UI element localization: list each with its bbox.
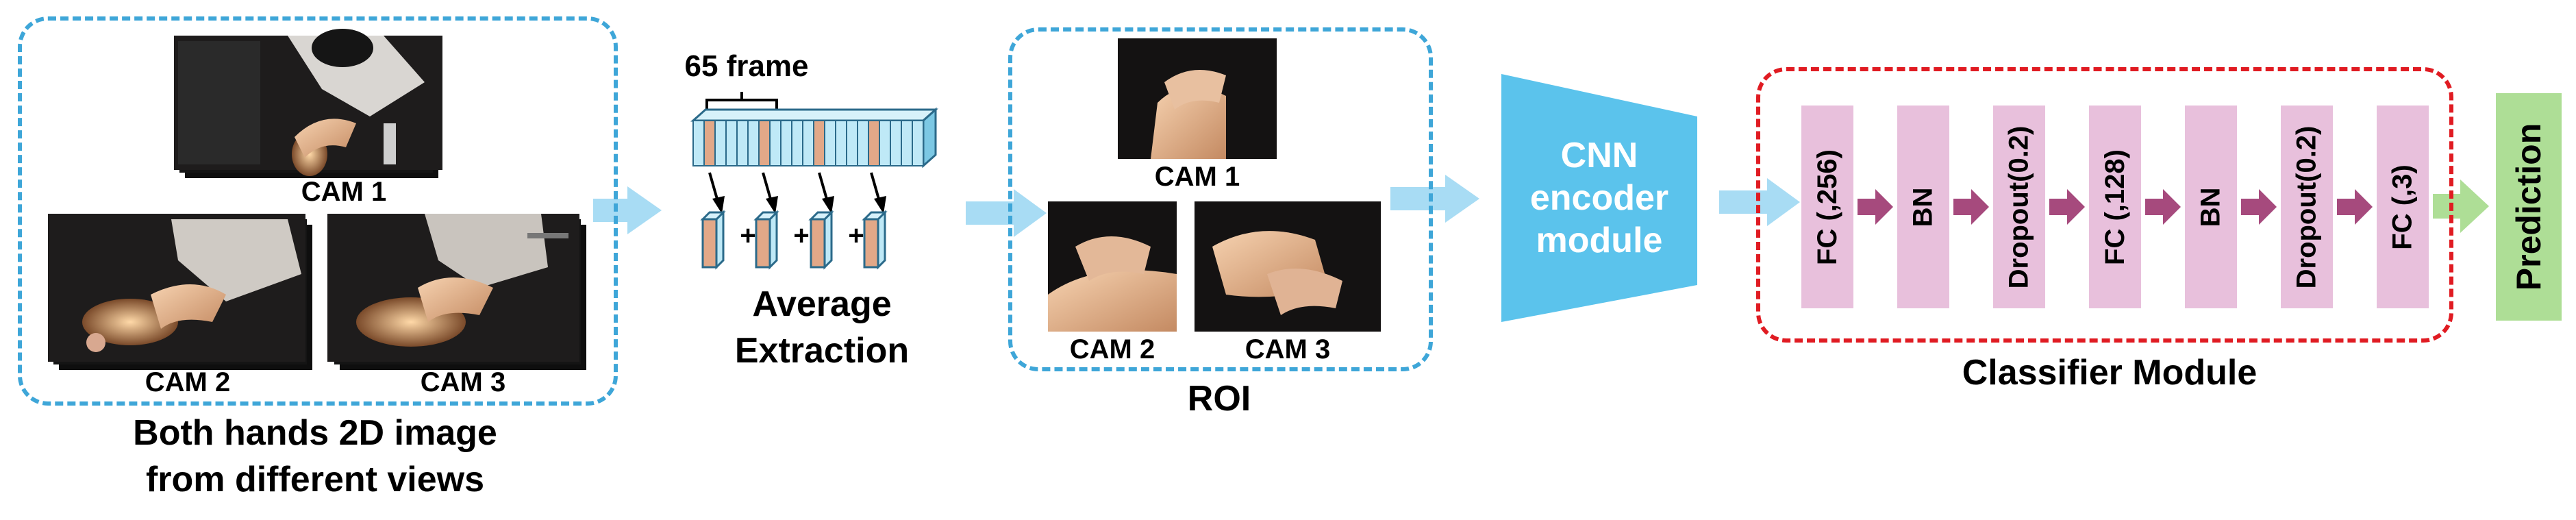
classifier-group xyxy=(1756,67,2453,343)
flow-arrow-2 xyxy=(966,189,1047,237)
frame-cell xyxy=(835,120,847,166)
selection-arrowheads xyxy=(712,196,886,214)
frame-strip-side xyxy=(922,107,937,169)
layer-arrow xyxy=(1858,189,1893,225)
classifier-caption: Classifier Module xyxy=(1962,353,2258,393)
roi-caption: ROI xyxy=(1187,379,1251,419)
layer-bn-2: BN xyxy=(2185,106,2237,308)
roi-cam1-image xyxy=(1118,38,1277,159)
cnn-encoder-line3: module xyxy=(1536,221,1663,260)
selected-frame xyxy=(753,210,779,270)
cnn-encoder-shape xyxy=(1501,74,1697,322)
layer-fc-256: FC (,256) xyxy=(1801,106,1853,308)
frame-cell xyxy=(692,120,705,166)
roi-cam2-label: CAM 2 xyxy=(1069,334,1155,364)
frame-cell xyxy=(747,120,760,166)
cnn-encoder-line2: encoder xyxy=(1529,178,1669,218)
frame-cell xyxy=(890,120,902,166)
frame-cell xyxy=(725,120,738,166)
frame-cell xyxy=(857,120,869,166)
layer-dropout-1: Dropout(0.2) xyxy=(1993,106,2045,308)
cnn-encoder-label: CNN encoder module xyxy=(1501,134,1697,262)
frame-strip xyxy=(692,120,924,166)
frame-cell xyxy=(813,120,825,166)
selection-arrows xyxy=(708,172,881,202)
frame-cell xyxy=(780,120,792,166)
input-cam2-image xyxy=(48,214,312,370)
layer-arrow xyxy=(2241,189,2277,225)
input-cam2-label: CAM 2 xyxy=(145,367,231,397)
frame-cell xyxy=(802,120,814,166)
prediction-box: Prediction xyxy=(2496,93,2562,321)
frame-cell xyxy=(736,120,749,166)
plus-sign-3: + xyxy=(848,221,864,251)
frame-cell xyxy=(714,120,727,166)
flow-arrow-1 xyxy=(593,186,662,234)
frame-cell xyxy=(769,120,781,166)
prediction-label: Prediction xyxy=(2510,123,2549,291)
frame-brace xyxy=(705,92,778,110)
frame-cell xyxy=(703,120,716,166)
layer-bn-1: BN xyxy=(1897,106,1949,308)
roi-cam3-label: CAM 3 xyxy=(1245,334,1331,364)
layer-arrow xyxy=(2145,189,2181,225)
layer-arrow xyxy=(2337,189,2373,225)
input-views-caption-line1: Both hands 2D image xyxy=(133,413,497,453)
roi-group xyxy=(1008,27,1433,371)
selected-frames xyxy=(700,210,888,270)
frame-strip-top xyxy=(690,108,938,122)
extraction-caption-line1: Average xyxy=(752,284,892,324)
layer-dropout-2: Dropout(0.2) xyxy=(2281,106,2333,308)
frame-cell xyxy=(879,120,891,166)
extraction-caption-line2: Extraction xyxy=(734,331,910,371)
frame-cell xyxy=(846,120,858,166)
plus-sign-2: + xyxy=(793,221,810,251)
flow-arrow-3 xyxy=(1390,175,1479,223)
input-cam3-image xyxy=(327,214,586,370)
plus-sign-1: + xyxy=(740,221,756,251)
roi-cam3-image xyxy=(1195,201,1381,332)
frame-cell xyxy=(791,120,803,166)
layer-fc-128: FC (,128) xyxy=(2089,106,2141,308)
layer-arrow xyxy=(2049,189,2085,225)
flow-arrow-to-prediction xyxy=(2433,179,2489,233)
input-cam3-label: CAM 3 xyxy=(420,367,506,397)
selected-frame xyxy=(862,210,888,270)
frame-cell xyxy=(901,120,913,166)
input-cam1-label: CAM 1 xyxy=(301,177,387,207)
frame-cell xyxy=(868,120,880,166)
layer-arrows xyxy=(1858,189,2373,225)
frame-count-label: 65 frame xyxy=(684,49,809,83)
cnn-encoder-line1: CNN xyxy=(1560,136,1638,175)
roi-cam2-image xyxy=(1048,201,1177,332)
input-views-caption-line2: from different views xyxy=(145,460,485,499)
frame-cell xyxy=(758,120,771,166)
frame-cell xyxy=(912,120,924,166)
roi-cam1-label: CAM 1 xyxy=(1154,162,1240,192)
frame-cell xyxy=(824,120,836,166)
selected-frame xyxy=(808,210,834,270)
layer-arrow xyxy=(1953,189,1989,225)
input-cam1-image xyxy=(174,29,442,178)
layer-fc-3: FC (,3) xyxy=(2377,106,2429,308)
selected-frame xyxy=(700,210,726,270)
input-views-group xyxy=(18,16,618,406)
